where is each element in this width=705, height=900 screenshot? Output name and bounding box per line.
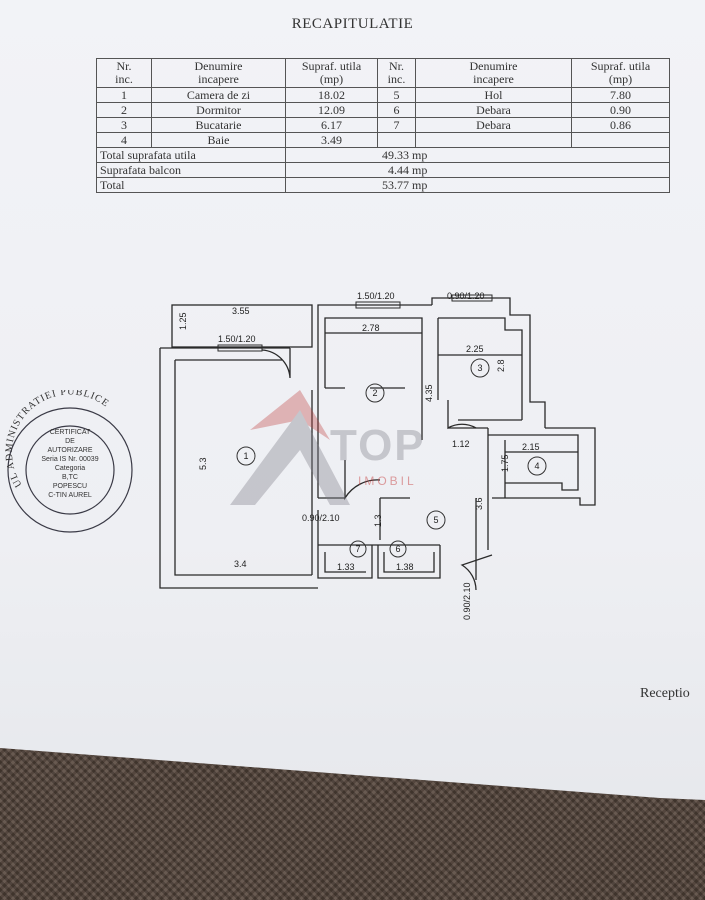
door-label-hall: 0.90/2.10: [302, 513, 340, 523]
balcony-outline: [171, 304, 313, 348]
window-room2: [355, 301, 401, 309]
room-number-3: 3: [477, 363, 482, 373]
watermark-sub: IMOBIL: [358, 474, 417, 488]
closet-7-outline: [317, 545, 373, 579]
dim-room2-width: 2.78: [362, 323, 380, 333]
table-row: 4 Baie 3.49: [96, 132, 670, 148]
door-room1-balcony: [261, 348, 291, 379]
dim-hall-depth: 3.6: [474, 497, 484, 510]
header-nr-2: Nr.inc.: [377, 58, 416, 88]
official-stamp: UL ADMINISTRATIEI PUBLICE CERTIFICAT DE …: [4, 390, 133, 533]
closet-7-inner: [324, 552, 366, 573]
window-room1: [217, 344, 263, 352]
room-marker-6: [389, 540, 407, 558]
table-row: 3 Bucatarie 6.17 7 Debara 0.86: [96, 117, 670, 133]
room-number-5: 5: [433, 515, 438, 525]
dim-room3-depth: 2.8: [496, 359, 506, 372]
stamp-line: AUTORIZARE: [48, 447, 93, 454]
room-number-2: 2: [372, 388, 377, 398]
wall-inner-left: [174, 360, 312, 576]
watermark-brand: TOP: [330, 421, 426, 470]
dim-room3-width: 2.25: [466, 344, 484, 354]
total-value: 53.77 mp: [285, 177, 670, 193]
window-room3: [451, 294, 493, 302]
header-area: Supraf. utila(mp): [285, 58, 378, 88]
dim-room2-depth: 4.35: [424, 384, 434, 402]
door-room3: [447, 400, 477, 430]
closet-6-outline: [377, 545, 441, 579]
total-row: Total 53.77 mp: [96, 177, 670, 193]
stamp-line: CERTIFICAT: [50, 429, 91, 436]
window-label-room3: 0.90/1.20: [447, 291, 485, 301]
dim-room1-width: 3.4: [234, 559, 247, 569]
room-number-7: 7: [355, 544, 360, 554]
room-number-6: 6: [395, 544, 400, 554]
door-label-entry: 0.90/2.10: [462, 582, 472, 620]
wall-outer-left: [159, 348, 318, 589]
closet-6-inner: [383, 552, 435, 573]
wall-room2-inner: [324, 317, 423, 440]
room-marker-2: [365, 383, 385, 403]
dim-room4-depth: 1.75: [500, 454, 510, 472]
reception-label: Receptio: [640, 686, 690, 701]
room-marker-4: [527, 456, 547, 476]
room-marker-1: [236, 446, 256, 466]
watermark-logo: [230, 390, 350, 505]
dim-closet-depth: 1.3: [373, 514, 383, 527]
room-marker-5: [426, 510, 446, 530]
wall-room3-inner: [438, 317, 523, 420]
wall-room4-inner: [488, 434, 579, 491]
dim-closet7-width: 1.33: [337, 562, 355, 572]
room-marker-3: [470, 358, 490, 378]
room-marker-7: [349, 540, 367, 558]
stamp-ring-text: UL ADMINISTRATIEI PUBLICE: [4, 390, 111, 489]
dim-hall-width: 1.12: [452, 439, 470, 449]
stamp-line: POPESCU: [53, 483, 87, 490]
stamp-line: DE: [65, 438, 75, 445]
total-useful-label: Total suprafata utila: [96, 147, 286, 163]
room-number-4: 4: [534, 461, 539, 471]
door-room2-hall: [344, 460, 381, 501]
door-entry: [460, 554, 493, 591]
wall-room2-outer: [317, 304, 432, 390]
stamp-line: Categoria: [55, 465, 85, 472]
dim-balcony-depth: 1.25: [178, 312, 188, 330]
stamp-line: Seria IS Nr. 00039: [41, 456, 98, 463]
header-area-2: Supraf. utila(mp): [571, 58, 670, 88]
page-title: RECAPITULATIE: [291, 16, 414, 32]
room-number-1: 1: [243, 451, 248, 461]
dim-balcony-width: 3.55: [232, 306, 250, 316]
stamp-line: C-TIN AUREL: [48, 492, 92, 499]
wall-room4-outer: [492, 427, 596, 506]
table-row: 2 Dormitor 12.09 6 Debara 0.90: [96, 102, 670, 118]
dim-closet6-width: 1.38: [396, 562, 414, 572]
window-label-room2: 1.50/1.20: [357, 291, 395, 301]
dim-room4-width: 2.15: [522, 442, 540, 452]
dim-room1-depth: 5.3: [198, 457, 208, 470]
stamp-line: B,TC: [62, 474, 78, 481]
window-label-room1: 1.50/1.20: [218, 334, 256, 344]
total-label: Total: [96, 177, 286, 193]
wall-room3-outer: [431, 297, 546, 428]
